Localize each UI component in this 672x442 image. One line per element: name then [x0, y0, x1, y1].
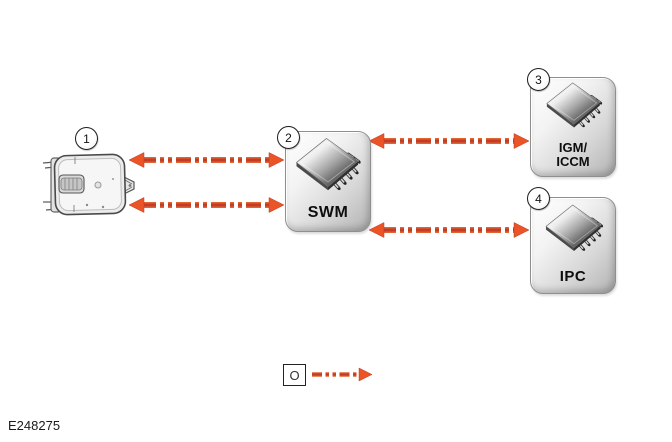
badge-number: 1 — [83, 131, 90, 146]
module-label-igm-iccm: IGM/ ICCM — [531, 141, 615, 169]
arrow-swm-ipc — [368, 222, 530, 238]
module-label-line1: IGM/ — [558, 140, 588, 155]
callout-badge-switch: 1 — [75, 127, 98, 150]
callout-badge-swm: 2 — [277, 126, 300, 149]
legend-symbol: O — [289, 367, 300, 383]
module-box-ipc: IPC — [530, 197, 616, 294]
chip-icon — [536, 201, 612, 265]
arrow-switch-swm-lower — [128, 197, 285, 213]
switch-barrel — [58, 174, 85, 194]
figure-id: E248275 — [8, 418, 61, 433]
arrow-swm-igm — [368, 133, 530, 149]
badge-number: 3 — [535, 72, 542, 87]
legend-symbol-box: O — [283, 364, 306, 386]
callout-badge-ipc: 4 — [527, 187, 550, 210]
arrow-switch-swm-upper — [128, 152, 285, 168]
badge-number: 4 — [535, 191, 542, 206]
steering-column-switch-icon — [42, 153, 135, 216]
module-label-swm: SWM — [307, 204, 349, 221]
module-box-swm: SWM — [285, 131, 371, 232]
badge-number: 2 — [285, 130, 292, 145]
module-label-line2: ICCM — [556, 154, 590, 169]
legend-dashed-arrow — [312, 367, 373, 382]
callout-badge-igm-iccm: 3 — [527, 68, 550, 91]
module-label-ipc: IPC — [559, 268, 587, 285]
switch-connector — [121, 175, 135, 196]
module-box-igm-iccm: IGM/ ICCM — [530, 77, 616, 177]
chip-icon — [537, 79, 611, 141]
chip-icon — [288, 134, 368, 206]
